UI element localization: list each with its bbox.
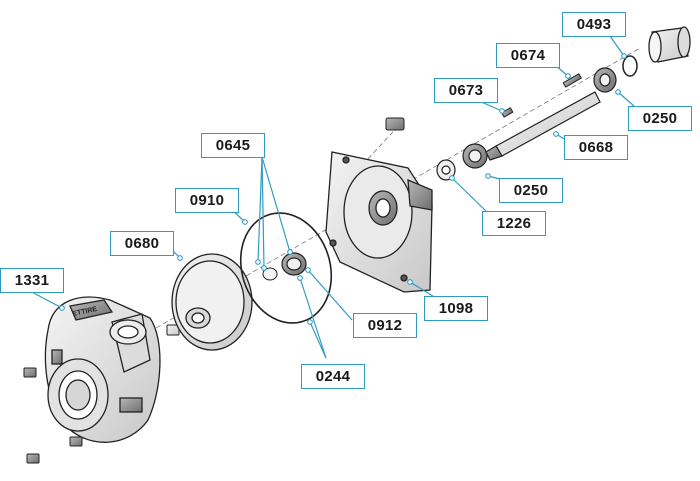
callout-0673: 0673 [434, 78, 498, 103]
shaft [485, 91, 601, 161]
mechanical-seal [281, 252, 307, 276]
bracket-bolt [385, 117, 405, 131]
pump-housing: ETTIRE [44, 296, 161, 443]
motor-bracket [325, 151, 433, 293]
callout-0912: 0912 [353, 313, 417, 338]
callout-1098: 1098 [424, 296, 488, 321]
callout-0645: 0645 [201, 133, 265, 158]
diffuser-plate [171, 253, 253, 351]
callout-1226: 1226 [482, 211, 546, 236]
small-washer [262, 267, 278, 281]
front-bearing [462, 143, 488, 169]
retaining-clip [622, 55, 638, 77]
slinger-washer [436, 159, 456, 181]
key-small [500, 107, 514, 118]
callout-0674: 0674 [496, 43, 560, 68]
housing-screws [23, 324, 180, 464]
bearing-sleeve [648, 26, 691, 63]
key-long [562, 73, 582, 88]
rear-bearing [593, 67, 617, 93]
callout-0493: 0493 [562, 12, 626, 37]
callout-0244: 0244 [301, 364, 365, 389]
callout-0668: 0668 [564, 135, 628, 160]
callout-0250-rear: 0250 [628, 106, 692, 131]
callout-1331: 1331 [0, 268, 64, 293]
gasket-ring [239, 212, 333, 324]
callout-0680: 0680 [110, 231, 174, 256]
callout-0910: 0910 [175, 188, 239, 213]
callout-0250-front: 0250 [499, 178, 563, 203]
leader-dots [59, 53, 627, 325]
